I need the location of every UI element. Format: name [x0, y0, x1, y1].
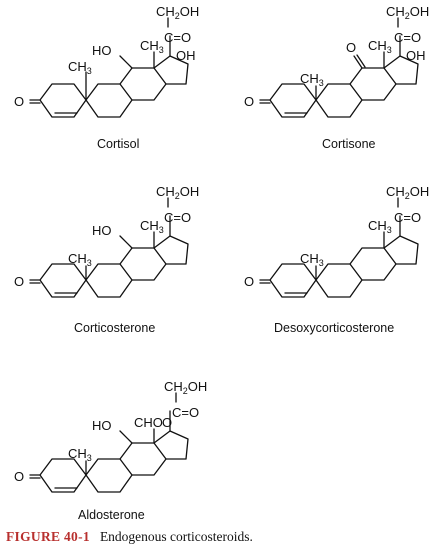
- ch2oh-label: CH2OH: [156, 184, 199, 201]
- molecule-desoxycorticosterone: O CH3 CH3 C=O CH2OH Desoxycorticosterone: [244, 184, 429, 335]
- caption-label: FIGURE 40-1: [6, 529, 90, 544]
- keto-label: O: [14, 469, 24, 484]
- molecule-name: Aldosterone: [78, 508, 145, 522]
- carbonyl-label: C=O: [164, 30, 191, 45]
- c11-keto-bond: [353, 55, 363, 69]
- molecule-name: Cortisol: [97, 137, 139, 151]
- molecule-cortisol: O CH3 HO CH3 C=O CH2OH OH Cortisol: [14, 4, 199, 151]
- carbonyl-label: C=O: [394, 30, 421, 45]
- methyl-c13-label: CH3: [140, 38, 164, 55]
- molecule-aldosterone: O CH3 HO CHO O C=O CH2OH Aldosterone: [14, 379, 207, 522]
- hydroxy-left-label: HO: [92, 223, 112, 238]
- methyl-label: CH3: [68, 446, 92, 463]
- hydroxy-right-label: OH: [176, 48, 196, 63]
- ch2oh-label: CH2OH: [386, 4, 429, 21]
- carbonyl-label: C=O: [394, 210, 421, 225]
- keto-label: O: [244, 94, 254, 109]
- methyl-label: CH3: [300, 71, 324, 88]
- molecule-cortisone: O CH3 O CH3 C=O CH2OH OH Cortisone: [244, 4, 429, 151]
- ring-oxygen-label: O: [162, 415, 172, 430]
- keto-label: O: [14, 274, 24, 289]
- steroid-skeleton: [269, 55, 419, 118]
- carbonyl-label: C=O: [164, 210, 191, 225]
- molecule-name: Corticosterone: [74, 321, 155, 335]
- methyl-label: CH3: [300, 251, 324, 268]
- keto-label: O: [14, 94, 24, 109]
- hydroxy-bond: [119, 235, 133, 249]
- methyl-c13-label: CH3: [140, 218, 164, 235]
- figure-caption: FIGURE 40-1 Endogenous corticosteroids.: [6, 529, 253, 545]
- steroid-skeleton: [269, 235, 419, 298]
- steroid-skeleton: [39, 430, 189, 493]
- methyl-c13-label: CH3: [368, 218, 392, 235]
- hydroxy-bond: [119, 430, 133, 444]
- ch2oh-label: CH2OH: [156, 4, 199, 21]
- molecule-name: Desoxycorticosterone: [274, 321, 394, 335]
- keto-label: O: [244, 274, 254, 289]
- steroid-skeleton: [39, 55, 189, 118]
- ch2oh-label: CH2OH: [386, 184, 429, 201]
- methyl-label: CH3: [68, 59, 92, 76]
- molecule-corticosterone: O CH3 HO CH3 C=O CH2OH Corticosterone: [14, 184, 199, 335]
- hydroxy-right-label: OH: [406, 48, 426, 63]
- hydroxy-left-label: HO: [92, 43, 112, 58]
- c11-keto-bond-2: [356, 54, 366, 68]
- c11-keto-label: O: [346, 40, 356, 55]
- methyl-c13-label: CH3: [368, 38, 392, 55]
- molecule-name: Cortisone: [322, 137, 376, 151]
- ch2oh-label: CH2OH: [164, 379, 207, 396]
- methyl-label: CH3: [68, 251, 92, 268]
- hydroxy-left-label: HO: [92, 418, 112, 433]
- steroid-skeleton: [39, 235, 189, 298]
- aldehyde-label: CHO: [134, 415, 163, 430]
- caption-text: Endogenous corticosteroids.: [99, 529, 253, 544]
- carbonyl-label: C=O: [172, 405, 199, 420]
- hydroxy-bond: [119, 55, 133, 69]
